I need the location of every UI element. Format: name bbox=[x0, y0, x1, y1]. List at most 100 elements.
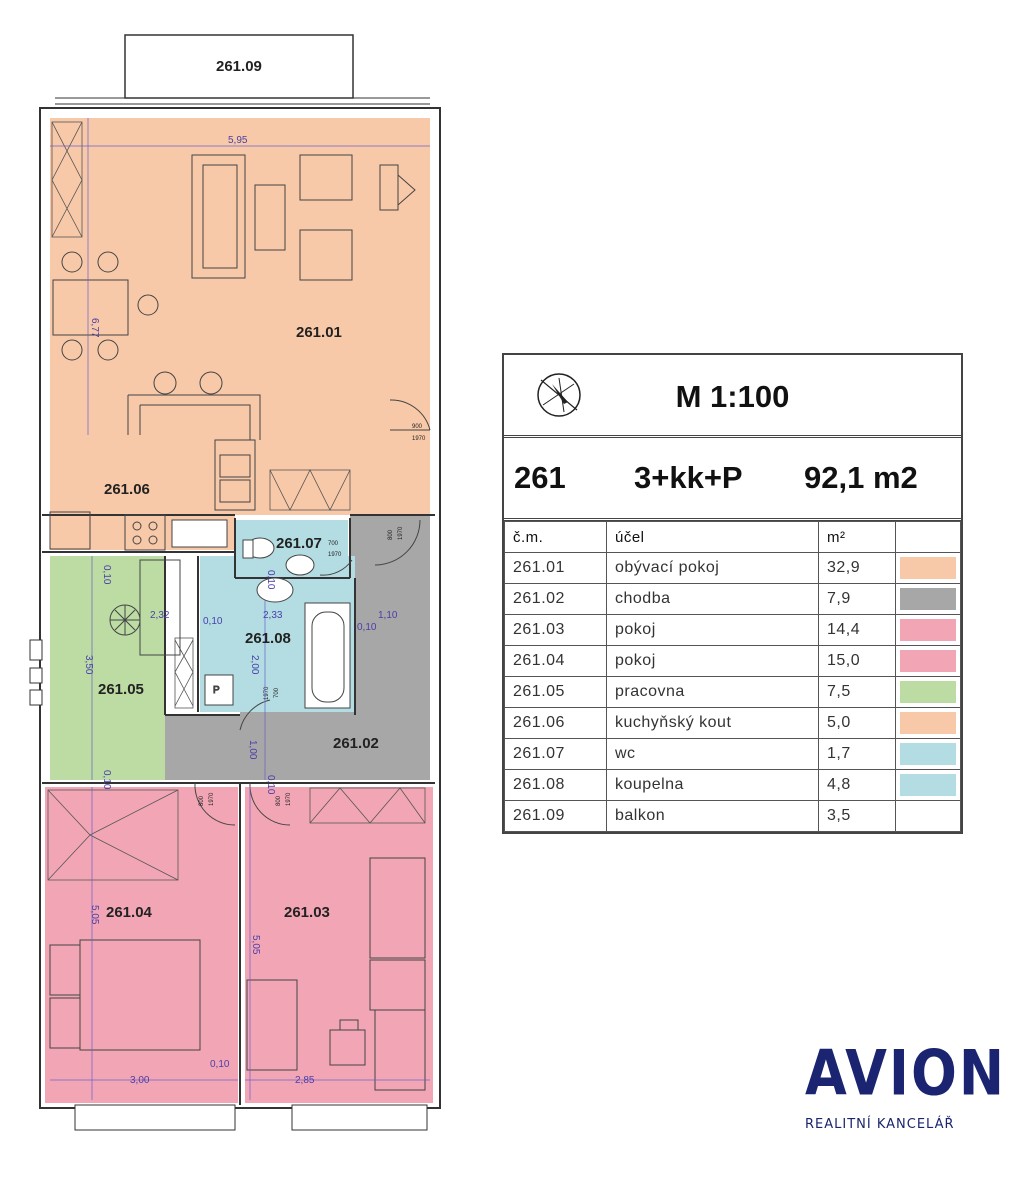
svg-text:1970: 1970 bbox=[209, 792, 215, 806]
logo-name: AVION bbox=[805, 1037, 1007, 1110]
room-area-cell: 7,5 bbox=[818, 676, 896, 708]
room-purpose-cell: balkon bbox=[606, 800, 819, 832]
dim-285: 2,85 bbox=[295, 1075, 315, 1086]
svg-text:900: 900 bbox=[412, 424, 423, 430]
bathroom-fixtures: P bbox=[204, 537, 351, 709]
dim-010-c: 0,10 bbox=[265, 570, 276, 590]
dim-232: 2,32 bbox=[150, 610, 170, 621]
dim-300: 3,00 bbox=[130, 1075, 150, 1086]
windows bbox=[29, 639, 428, 1131]
dim-110: 1,10 bbox=[378, 610, 398, 621]
room-number-cell: 261.02 bbox=[504, 583, 607, 615]
room-number-cell: 261.06 bbox=[504, 707, 607, 739]
room-kitchen bbox=[50, 435, 430, 550]
room-number-cell: 261.08 bbox=[504, 769, 607, 801]
room-number-cell: 261.04 bbox=[504, 645, 607, 677]
room-purpose-cell: kuchyňský kout bbox=[606, 707, 819, 739]
dim-010-d: 0,10 bbox=[357, 622, 377, 633]
room-study bbox=[50, 556, 165, 780]
svg-text:1970: 1970 bbox=[286, 792, 292, 806]
unit-id: 261 bbox=[514, 460, 566, 495]
room-label-05: 261.05 bbox=[98, 681, 144, 698]
room-color-swatch bbox=[895, 676, 961, 708]
bedroom-furniture bbox=[49, 857, 426, 1091]
room-label-08: 261.08 bbox=[245, 630, 291, 647]
legend-summary-row: 261 3+kk+P 92,1 m2 bbox=[504, 438, 961, 521]
dim-505-a: 5,05 bbox=[89, 905, 100, 925]
room-label-01: 261.01 bbox=[296, 324, 342, 341]
dimension-lines bbox=[50, 118, 430, 1100]
svg-text:800: 800 bbox=[276, 795, 282, 806]
room-color-swatch bbox=[895, 614, 961, 646]
header-purpose: účel bbox=[606, 521, 819, 553]
room-purpose-cell: pracovna bbox=[606, 676, 819, 708]
room-color-swatch bbox=[895, 645, 961, 677]
study-desk bbox=[109, 559, 181, 656]
room-number-cell: 261.09 bbox=[504, 800, 607, 832]
room-area-cell: 1,7 bbox=[818, 738, 896, 770]
dim-100: 1,00 bbox=[247, 740, 258, 760]
room-label-06: 261.06 bbox=[104, 481, 150, 498]
dim-505-b: 5,05 bbox=[250, 935, 261, 955]
legend-scale-row: M 1:100 bbox=[504, 355, 961, 438]
interior-walls bbox=[42, 514, 435, 1105]
svg-text:1970: 1970 bbox=[398, 526, 404, 540]
door-labels: 900 1970 800 1970 700 1970 700 1970 800 … bbox=[199, 424, 426, 806]
room-area-cell: 32,9 bbox=[818, 552, 896, 584]
room-table-header: č.m. účel m² bbox=[504, 521, 961, 553]
svg-text:800: 800 bbox=[388, 529, 394, 540]
kitchen-counter bbox=[49, 371, 261, 551]
dim-010-b: 0,10 bbox=[203, 616, 223, 627]
svg-text:800: 800 bbox=[199, 795, 205, 806]
dimension-texts: 5,95 6,77 2,32 3,50 0,10 0,10 0,10 0,10 … bbox=[83, 135, 398, 1086]
dim-595: 5,95 bbox=[228, 135, 248, 146]
room-number-cell: 261.03 bbox=[504, 614, 607, 646]
dim-200: 2,00 bbox=[249, 655, 260, 675]
header-number: č.m. bbox=[504, 521, 607, 553]
room-area-cell: 3,5 bbox=[818, 800, 896, 832]
scale-label: M 1:100 bbox=[675, 379, 790, 414]
svg-text:1970: 1970 bbox=[412, 436, 426, 442]
dining-table bbox=[52, 251, 159, 361]
room-area-cell: 7,9 bbox=[818, 583, 896, 615]
room-number-cell: 261.01 bbox=[504, 552, 607, 584]
unit-layout: 3+kk+P bbox=[634, 460, 743, 495]
dim-233: 2,33 bbox=[263, 610, 283, 621]
room-purpose-cell: koupelna bbox=[606, 769, 819, 801]
avion-logo: AVION REALITNÍ KANCELÁŘ bbox=[805, 1040, 1004, 1132]
room-label-04: 261.04 bbox=[106, 904, 153, 921]
balcony bbox=[124, 34, 354, 99]
room-purpose-cell: wc bbox=[606, 738, 819, 770]
room-area-cell: 5,0 bbox=[818, 707, 896, 739]
header-area: m² bbox=[818, 521, 896, 553]
room-purpose-cell: pokoj bbox=[606, 614, 819, 646]
room-label-03: 261.03 bbox=[284, 904, 330, 921]
room-labels: 261.01 261.02 261.03 261.04 261.05 261.0… bbox=[98, 58, 379, 921]
logo-subtitle: REALITNÍ KANCELÁŘ bbox=[805, 1117, 955, 1132]
room-color-swatch bbox=[895, 552, 961, 584]
room-purpose-cell: pokoj bbox=[606, 645, 819, 677]
dim-350: 3,50 bbox=[83, 655, 94, 675]
room-color-swatch bbox=[895, 800, 961, 832]
unit-total-area: 92,1 m2 bbox=[804, 460, 918, 495]
dim-010-e: 0,10 bbox=[101, 770, 112, 790]
svg-text:700: 700 bbox=[274, 687, 280, 698]
dim-677: 6,77 bbox=[89, 318, 100, 338]
sofa-set bbox=[191, 154, 416, 281]
header-color bbox=[895, 521, 961, 553]
room-color-swatch bbox=[895, 707, 961, 739]
compass-icon bbox=[537, 373, 581, 417]
room-color-swatch bbox=[895, 583, 961, 615]
room-label-02: 261.02 bbox=[333, 735, 379, 752]
svg-text:1970: 1970 bbox=[264, 686, 270, 700]
